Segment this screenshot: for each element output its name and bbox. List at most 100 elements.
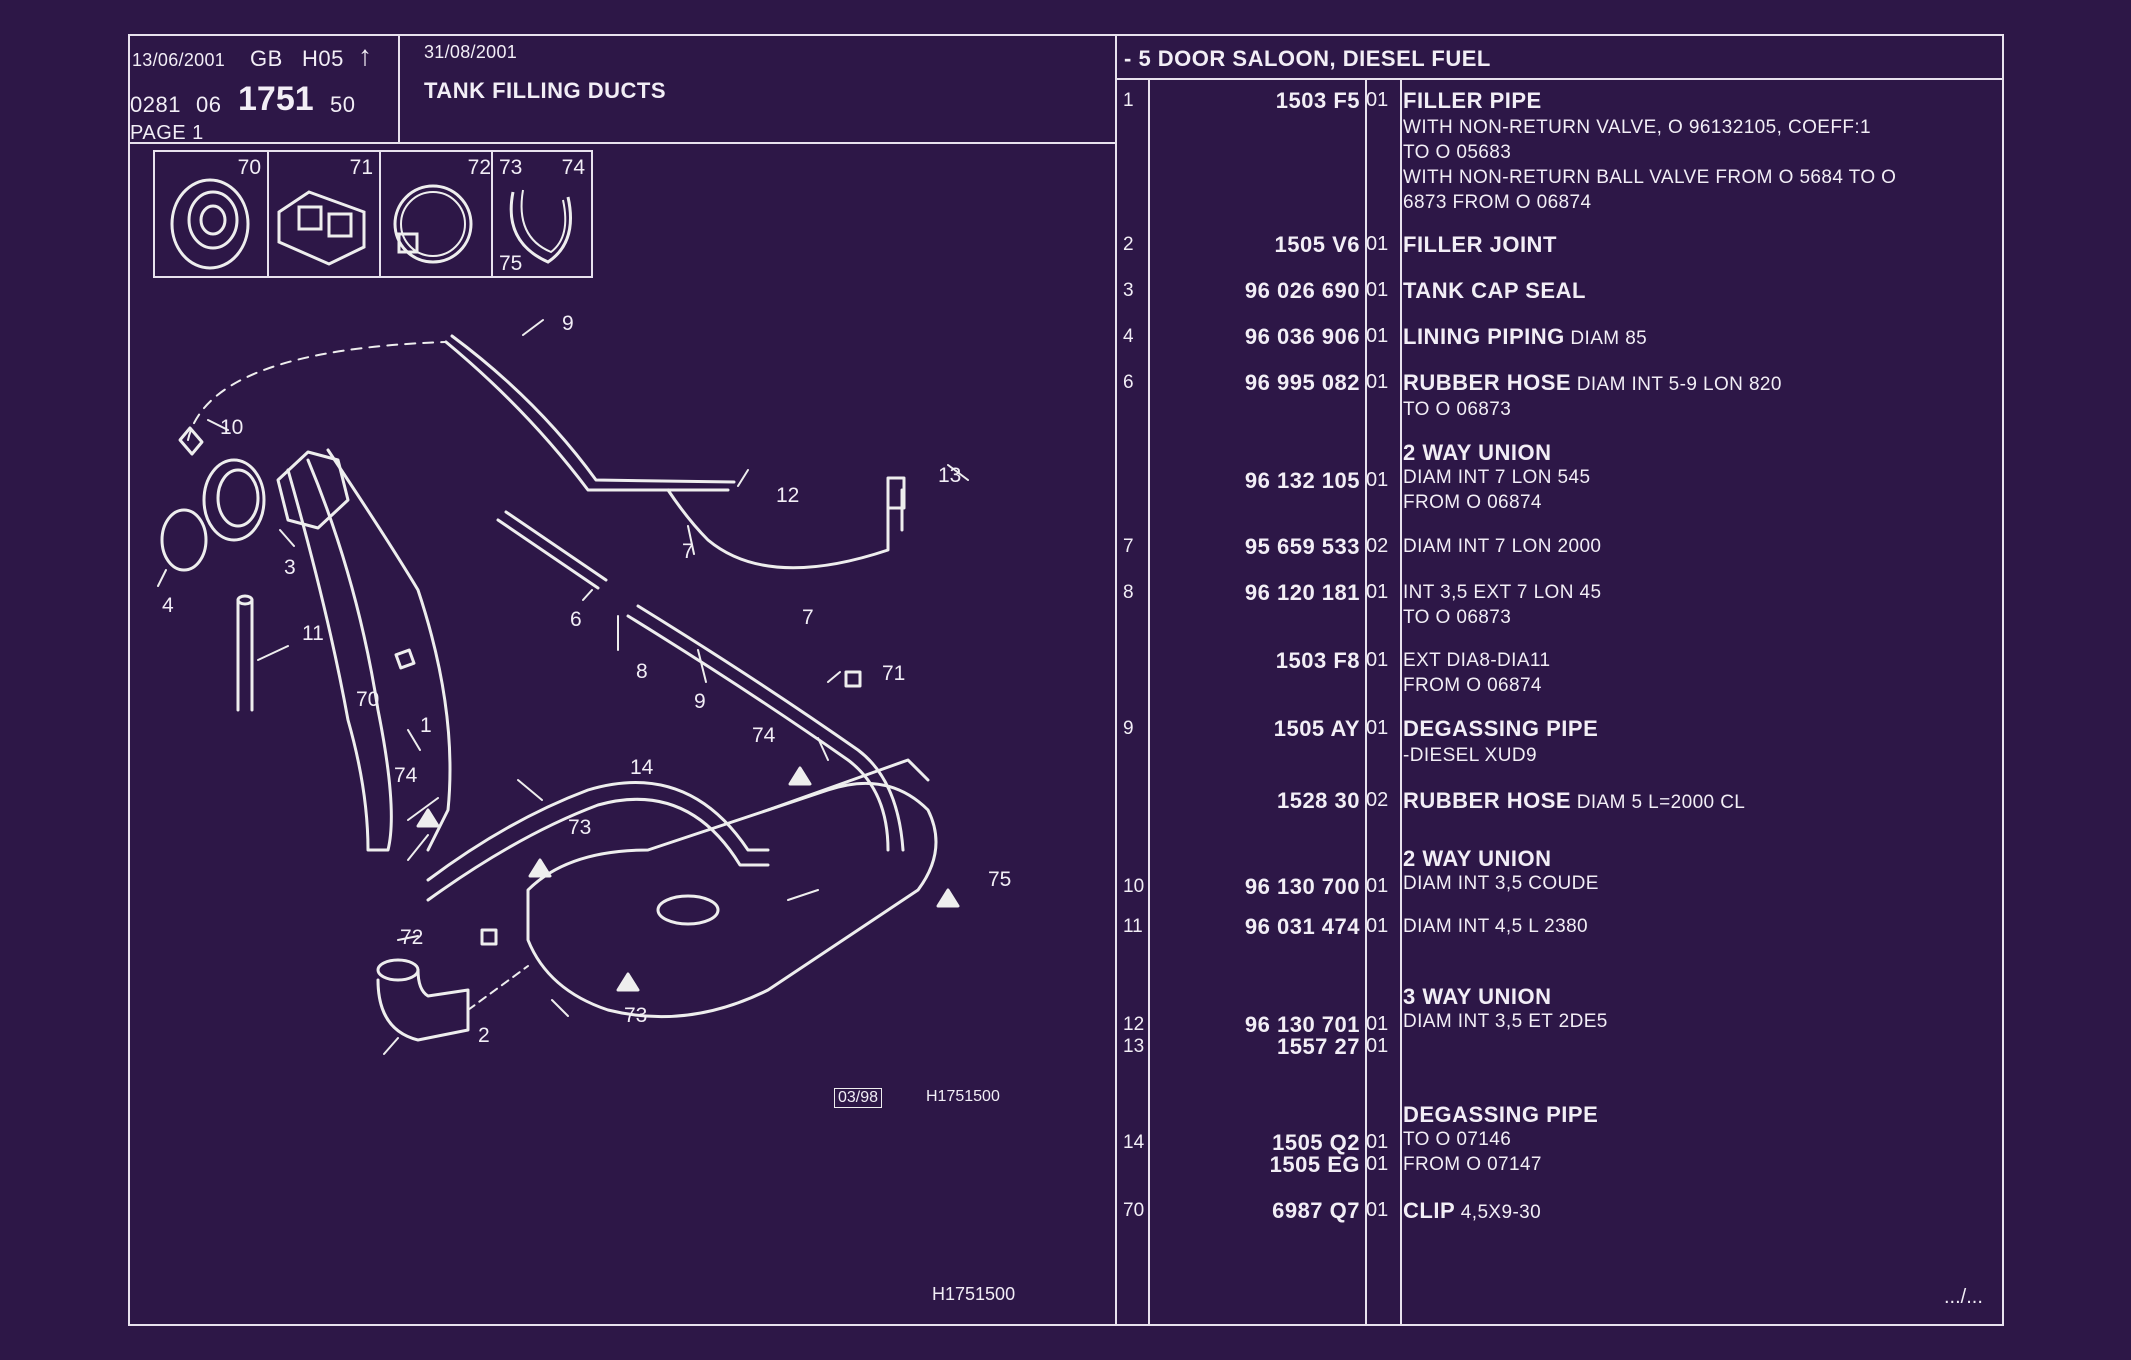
header-divider <box>128 142 1116 144</box>
part-group-name: 2 WAY UNION <box>1403 440 1552 465</box>
part-reference: 1505 EG <box>1269 1152 1360 1177</box>
row-index: 70 <box>1123 1200 1145 1221</box>
thumbnail-number: 71 <box>349 156 373 179</box>
part-detail-line: TO O 07146 <box>1403 1129 1512 1150</box>
callout-13: 13 <box>938 464 962 487</box>
part-quantity: 01 <box>1366 469 1389 491</box>
exploded-diagram <box>157 319 969 1055</box>
part-detail-line: INT 3,5 EXT 7 LON 45 <box>1403 582 1602 603</box>
part-detail-line: DIAM INT 7 LON 545 <box>1403 467 1591 488</box>
part-quantity: 02 <box>1366 535 1389 557</box>
callout-8: 8 <box>636 660 648 683</box>
vehicle-description: - 5 DOOR SALOON, DIESEL FUEL <box>1124 46 1491 71</box>
part-spec: 4,5X9-30 <box>1455 1202 1542 1223</box>
callout-12: 12 <box>776 484 800 507</box>
callout-14: 14 <box>630 756 654 779</box>
thumbnail-70: 70 <box>155 152 269 276</box>
part-description: DIAM INT 4,5 L 2380 <box>1403 914 1588 939</box>
callout-74: 74 <box>752 724 776 747</box>
part-description: RUBBER HOSE DIAM INT 5-9 LON 820 TO O 068… <box>1403 370 1782 422</box>
part-quantity: 01 <box>1366 915 1389 937</box>
part-reference: 6987 Q7 <box>1272 1198 1360 1223</box>
part-quantity: 01 <box>1366 325 1389 347</box>
part-detail-line: -DIESEL XUD9 <box>1403 745 1537 766</box>
ref-col-divider <box>1365 80 1367 1324</box>
rubber-hose-6 <box>496 510 608 590</box>
page-number: PAGE 1 <box>130 122 204 144</box>
part-description: LINING PIPING DIAM 85 <box>1403 324 1647 351</box>
part-description: TANK CAP SEAL <box>1403 278 1586 305</box>
part-name: DEGASSING PIPE <box>1403 716 1599 741</box>
degassing-pipe-9-lower <box>626 614 890 852</box>
grommet-icon <box>170 178 250 270</box>
part-detail-line: TO O 06873 <box>1403 399 1512 420</box>
thumbnail-74-75: 73 74 75 <box>493 152 591 276</box>
right-edge <box>2002 34 2004 1326</box>
row-index: 11 <box>1123 916 1143 937</box>
header-col-divider <box>398 34 400 142</box>
part-description: FILLER JOINT <box>1403 232 1557 259</box>
row-index: 4 <box>1123 326 1134 347</box>
part-quantity: 01 <box>1366 279 1389 301</box>
callout-7b: 7 <box>802 606 814 629</box>
part-detail-line: FROM O 06874 <box>1403 492 1542 513</box>
part-description: DEGASSING PIPE -DIESEL XUD9 <box>1403 716 1598 768</box>
row-index: 6 <box>1123 372 1134 393</box>
thumbnail-number: 73 <box>499 156 523 179</box>
part-quantity: 01 <box>1366 233 1389 255</box>
filler-joint-2 <box>376 968 470 1042</box>
part-description: RUBBER HOSE DIAM 5 L=2000 CL <box>1403 788 1745 815</box>
filler-flange <box>276 450 350 530</box>
callout-9: 9 <box>562 312 574 335</box>
part-detail-line: 6873 FROM O 06874 <box>1403 192 1592 213</box>
clip-thumbnails: 70 71 72 73 74 75 <box>153 150 593 278</box>
diagram-ref-small: H1751500 <box>926 1088 1000 1105</box>
degassing-pipe-9 <box>444 340 730 492</box>
qty-col-divider <box>1400 80 1402 1324</box>
part-description: INT 3,5 EXT 7 LON 45 TO O 06873 <box>1403 580 1601 630</box>
lining-piping-4 <box>160 508 208 572</box>
part-detail-line: TO O 06873 <box>1403 607 1512 628</box>
part-group-name: 2 WAY UNION <box>1403 846 1552 871</box>
part-quantity: 01 <box>1366 717 1389 739</box>
part-reference: 1505 Q2 <box>1272 1130 1360 1155</box>
row-index: 7 <box>1123 536 1134 557</box>
row-index: 8 <box>1123 582 1134 603</box>
ref-prefix: 0281 <box>130 92 181 117</box>
row-index: 3 <box>1123 280 1134 301</box>
part-name: RUBBER HOSE <box>1403 370 1572 395</box>
callout-3: 3 <box>284 556 296 579</box>
part-reference: 96 132 105 <box>1244 468 1360 493</box>
part-reference: 1503 F8 <box>1275 648 1360 673</box>
union-13 <box>886 476 906 510</box>
callout-2: 2 <box>478 1024 490 1047</box>
callout-72: 72 <box>400 926 424 949</box>
part-reference: 96 026 690 <box>1244 278 1360 303</box>
print-date: 13/06/2001 <box>132 50 226 70</box>
part-reference: 1505 V6 <box>1274 232 1360 257</box>
elbow-union-10 <box>178 426 204 456</box>
part-reference: 96 130 701 <box>1244 1012 1360 1037</box>
main-col-divider <box>1115 34 1117 1326</box>
thumbnail-number: 72 <box>467 156 491 179</box>
ref-mid: 06 <box>196 92 222 117</box>
thumbnail-number: 74 <box>561 156 585 179</box>
part-reference: 1503 F5 <box>1275 88 1360 113</box>
update-date: 31/08/2001 <box>424 42 518 62</box>
callout-74b: 74 <box>394 764 418 787</box>
part-detail-line: FROM O 07147 <box>1403 1154 1542 1175</box>
part-quantity: 01 <box>1366 89 1389 111</box>
callout-7: 7 <box>682 540 694 563</box>
part-spec: DIAM INT 5-9 LON 820 <box>1571 374 1782 395</box>
hose-7 <box>666 488 890 570</box>
callout-73b: 73 <box>624 1004 648 1027</box>
callout-1: 1 <box>420 714 432 737</box>
part-quantity: 01 <box>1366 649 1389 671</box>
thumbnail-number: 70 <box>237 156 261 179</box>
part-reference: 95 659 533 <box>1244 534 1360 559</box>
thumbnail-number: 75 <box>499 252 523 275</box>
row-index: 13 <box>1123 1036 1145 1057</box>
